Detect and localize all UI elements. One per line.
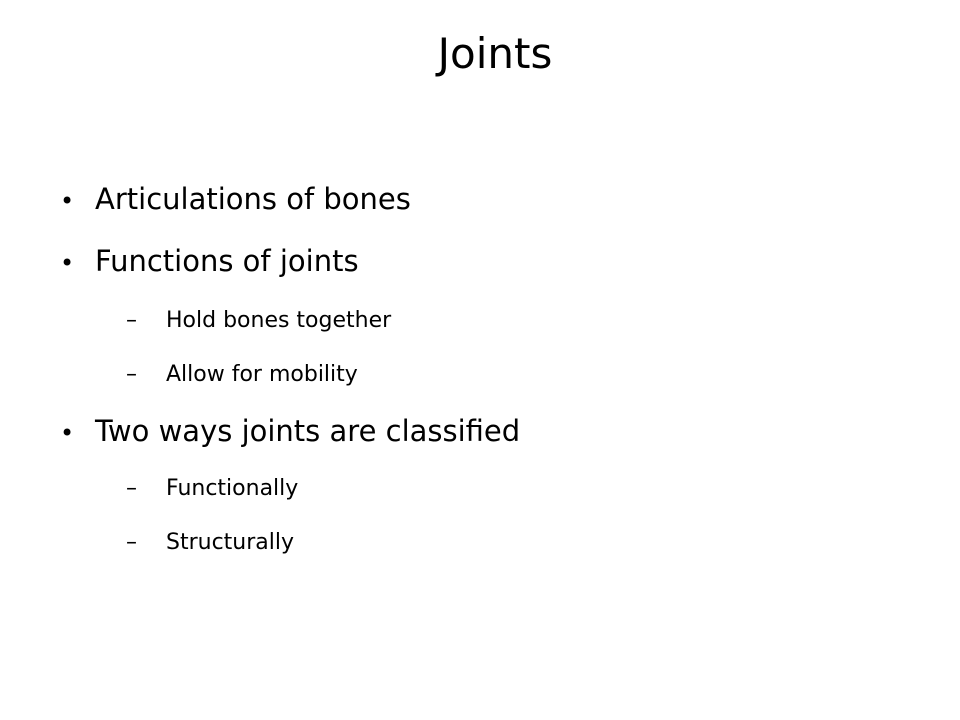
slide-title: Joints bbox=[437, 29, 553, 78]
sub-bullet-text: Hold bones together bbox=[166, 308, 392, 333]
bullet-text: Functions of joints bbox=[95, 244, 359, 278]
bullet-list: • Articulations of bones • Functions of jo… bbox=[60, 0, 920, 720]
bullet-text: Two ways joints are classified bbox=[95, 414, 521, 448]
bullet-item: • Functions of joints bbox=[60, 242, 359, 282]
sub-bullet-text: Structurally bbox=[166, 530, 295, 555]
sub-bullet-item: – Structurally bbox=[126, 528, 294, 558]
sub-bullet-item: – Allow for mobility bbox=[126, 360, 358, 390]
sub-bullet-text: Functionally bbox=[166, 476, 299, 501]
dash-icon: – bbox=[126, 308, 137, 333]
sub-bullet-text: Allow for mobility bbox=[166, 362, 358, 387]
bullet-item: • Two ways joints are classified bbox=[60, 412, 520, 452]
bullet-icon: • bbox=[60, 249, 75, 277]
bullet-text: Articulations of bones bbox=[95, 182, 411, 216]
bullet-icon: • bbox=[60, 419, 75, 447]
dash-icon: – bbox=[126, 476, 137, 501]
sub-bullet-item: – Hold bones together bbox=[126, 306, 391, 336]
dash-icon: – bbox=[126, 530, 137, 555]
bullet-item: • Articulations of bones bbox=[60, 180, 411, 220]
bullet-icon: • bbox=[60, 187, 75, 215]
sub-bullet-item: – Functionally bbox=[126, 474, 298, 504]
dash-icon: – bbox=[126, 362, 137, 387]
